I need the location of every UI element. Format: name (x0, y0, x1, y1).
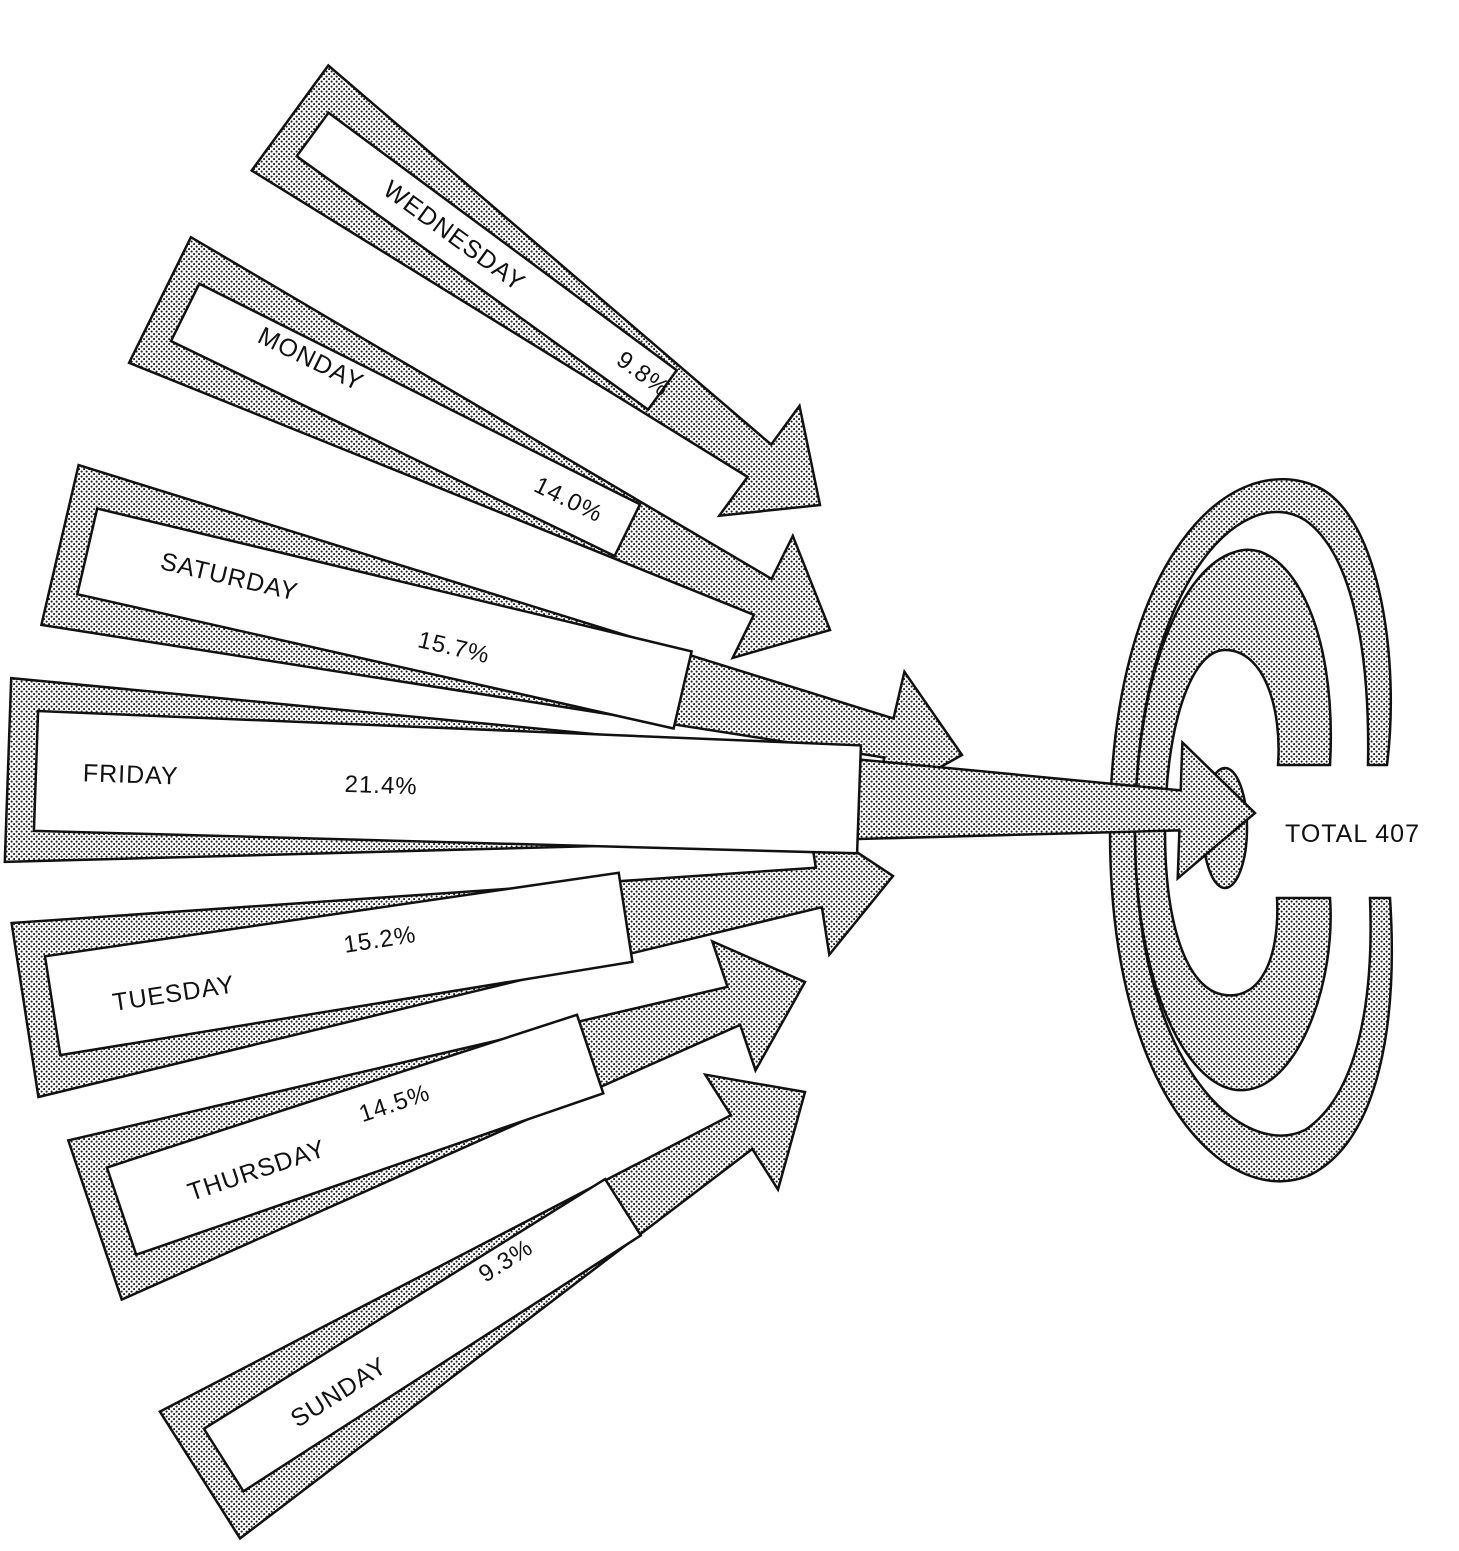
arrow-saturday (39, 463, 964, 807)
day-label-friday: FRIDAY (82, 759, 179, 790)
label-box-saturday (75, 506, 694, 730)
arrow-friday (3, 676, 1257, 882)
label-box-wednesday (294, 110, 679, 412)
target-outer-ring (1108, 478, 1393, 1183)
total-label: TOTAL 407 (1285, 820, 1420, 848)
target-middle-ring (1133, 548, 1333, 1092)
arrow-wednesday (249, 63, 822, 518)
label-box-tuesday (43, 871, 634, 1057)
arrow-monday (127, 235, 832, 660)
label-box-sunday (202, 1177, 643, 1494)
arrow-sunday (158, 1072, 807, 1541)
label-box-thursday (105, 1013, 605, 1257)
value-label-friday: 21.4% (344, 771, 418, 800)
label-box-friday (32, 709, 863, 855)
arrow-thursday (66, 939, 807, 1302)
label-box-monday (169, 282, 642, 558)
